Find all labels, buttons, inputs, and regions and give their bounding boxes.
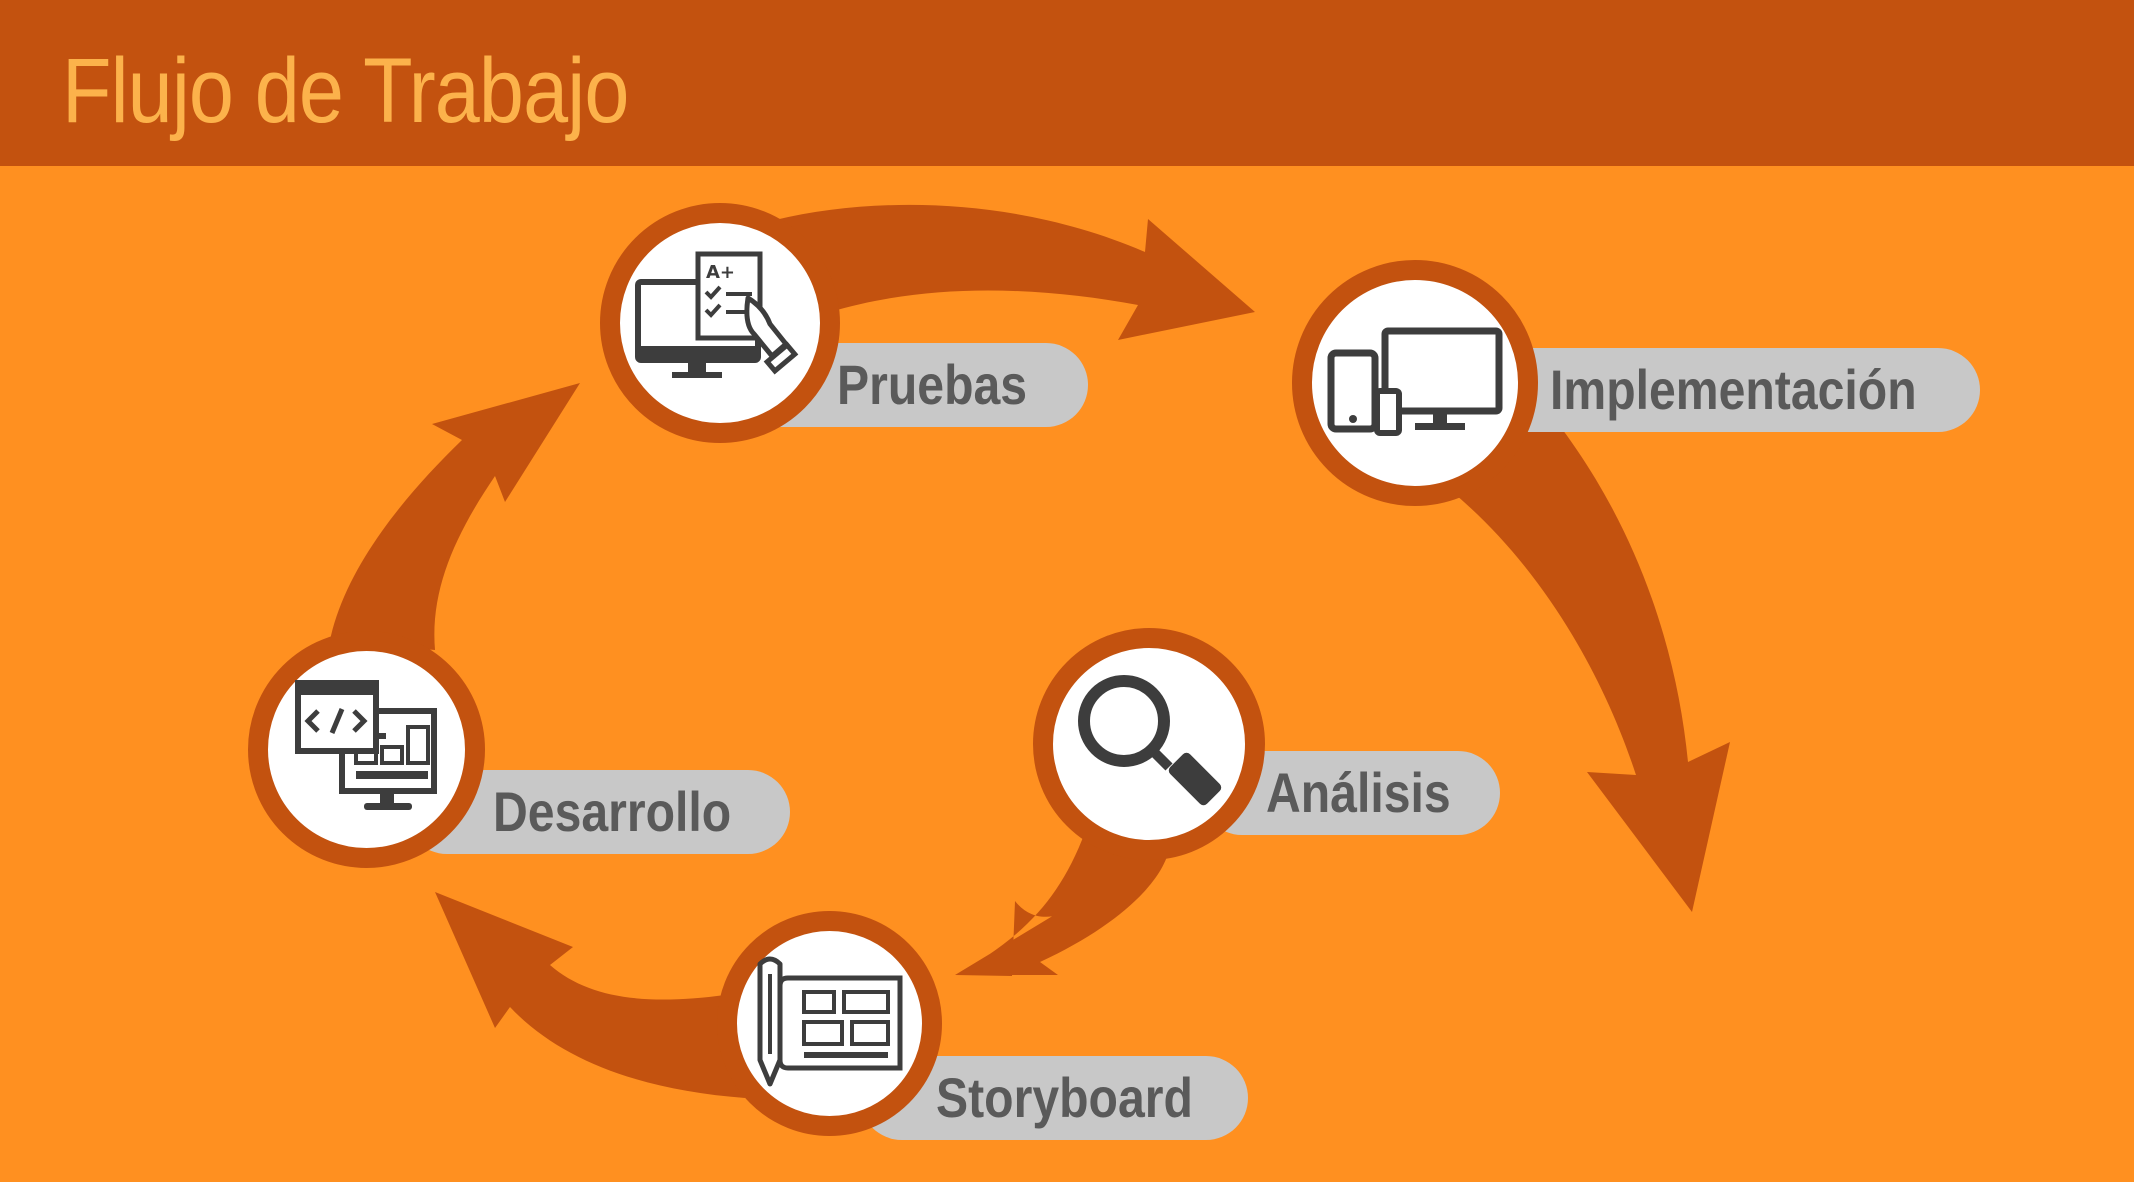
step-label-desarrollo: Desarrollo bbox=[493, 780, 732, 843]
step-label-pruebas: Pruebas bbox=[837, 353, 1028, 416]
pill-implementacion: Implementación bbox=[1480, 348, 1980, 432]
code-window-icon bbox=[294, 679, 437, 810]
node-implementacion bbox=[1292, 260, 1538, 506]
arrow-desarrollo-to-pruebas bbox=[330, 383, 580, 650]
step-label-storyboard: Storyboard bbox=[936, 1066, 1193, 1129]
arrow-pruebas-to-implementacion bbox=[775, 204, 1255, 340]
pill-desarrollo: Desarrollo bbox=[405, 770, 790, 854]
step-label-analisis: Análisis bbox=[1266, 761, 1451, 824]
header-bar: Flujo de Trabajo bbox=[0, 0, 2134, 166]
arrow-analisis-to-storyboard bbox=[955, 832, 1170, 976]
pill-storyboard: Storyboard bbox=[860, 1056, 1248, 1140]
svg-text:A+: A+ bbox=[706, 262, 735, 283]
arrow-storyboard-to-desarrollo bbox=[435, 892, 745, 1098]
node-pruebas: A+ bbox=[600, 203, 840, 443]
arrow-implementacion-down bbox=[1450, 395, 1730, 912]
page-title: Flujo de Trabajo bbox=[62, 40, 629, 142]
node-analisis bbox=[1033, 628, 1265, 860]
step-label-implementacion: Implementación bbox=[1550, 358, 1917, 421]
magnifier-icon bbox=[1078, 675, 1222, 806]
node-desarrollo bbox=[248, 631, 485, 868]
pencil-wireframe-icon bbox=[757, 956, 902, 1086]
monitor-checklist-icon: A+ bbox=[635, 251, 799, 378]
responsive-devices-icon bbox=[1327, 327, 1503, 436]
node-storyboard bbox=[717, 911, 942, 1136]
